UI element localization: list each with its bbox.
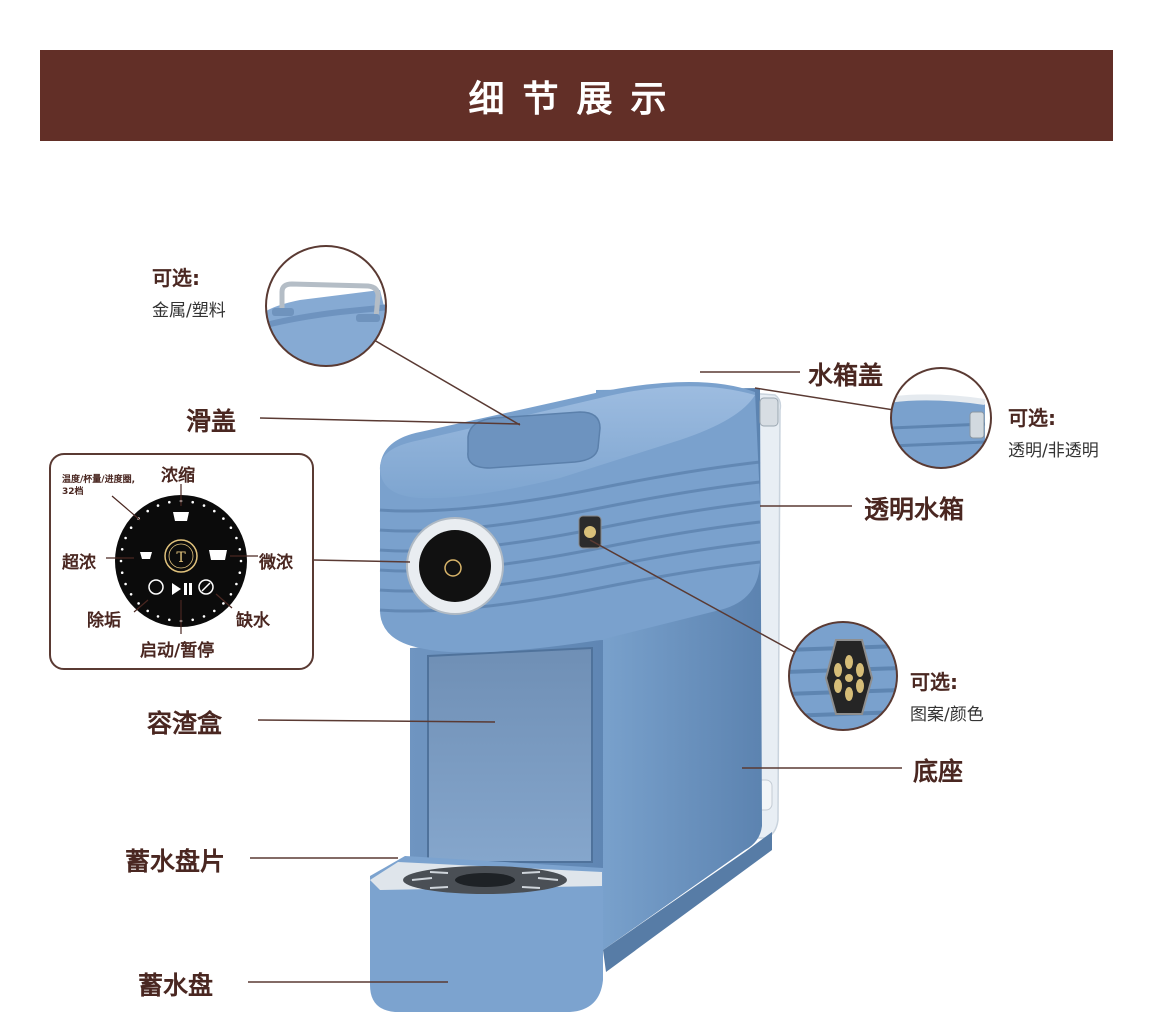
- strong-cup-icon: [173, 512, 189, 521]
- progress-tick: [213, 509, 216, 513]
- tank-lid-knob: [759, 397, 779, 427]
- progress-tick: [119, 559, 123, 563]
- drip-plate-center: [455, 873, 515, 887]
- progress-tick: [146, 609, 149, 613]
- option-badge-sub: 图案/颜色: [910, 705, 984, 725]
- option-badge-title: 可选:: [910, 670, 958, 694]
- panel-extra-strong: 超浓: [62, 553, 96, 573]
- label-slide-cover: 滑盖: [186, 407, 237, 436]
- handle-callout: [265, 245, 387, 367]
- base-edge: [603, 832, 772, 972]
- progress-tick: [120, 548, 124, 551]
- progress-tick: [213, 609, 216, 613]
- panel-light: 微浓: [259, 553, 293, 573]
- progress-tick: [156, 504, 160, 507]
- progress-tick: [238, 548, 242, 551]
- progress-tick: [235, 536, 238, 540]
- light-cup-icon: [209, 550, 227, 560]
- progress-tick: [129, 593, 133, 596]
- dial-logo-icon: [444, 559, 462, 577]
- no-water-icon: [198, 579, 214, 595]
- progress-tick: [235, 582, 238, 586]
- tank-callout: [890, 367, 992, 469]
- dial-detail-panel: T: [49, 453, 314, 670]
- leader-lines: [248, 339, 902, 983]
- progress-tick: [168, 618, 171, 622]
- progress-tick: [238, 571, 242, 574]
- panel-descale: 除垢: [87, 611, 121, 631]
- panel-no-water: 缺水: [236, 611, 270, 631]
- drip-plate-slots: [411, 871, 559, 889]
- badge-callout: [788, 621, 898, 731]
- option-handle-title: 可选:: [152, 266, 200, 290]
- progress-tick: [202, 615, 206, 618]
- progress-tick: [202, 504, 206, 507]
- cups-icons: [140, 512, 227, 560]
- progress-tick: [229, 526, 233, 529]
- progress-tick: [222, 517, 225, 520]
- progress-tick: [191, 500, 194, 504]
- brand-logo-icon: [164, 539, 198, 573]
- label-base: 底座: [913, 757, 964, 786]
- label-clear-tank: 透明水箱: [864, 495, 965, 524]
- progress-tick: [191, 618, 194, 622]
- option-tank-title: 可选:: [1008, 406, 1056, 430]
- start-pause-icon[interactable]: [172, 583, 181, 595]
- panel-ring-note-line1: 温度/杯量/进度圈,: [62, 475, 135, 485]
- progress-tick: [137, 602, 140, 605]
- side-badge-flower-icon: [584, 526, 596, 538]
- progress-tick: [222, 602, 225, 605]
- brand-logo-letter: T: [176, 550, 186, 566]
- panel-leaders: [106, 484, 258, 634]
- progress-tick: [239, 559, 243, 563]
- label-tank-lid: 水箱盖: [808, 361, 884, 390]
- option-tank-sub: 透明/非透明: [1008, 441, 1099, 461]
- page-title-banner: 细节展示: [40, 50, 1113, 141]
- drip-tray-shape: [370, 856, 603, 1012]
- page-title: 细节展示: [468, 78, 685, 120]
- progress-tick: [229, 593, 233, 596]
- grounds-box-shape: [427, 646, 593, 863]
- progress-tick: [129, 526, 133, 529]
- label-grounds-box: 容渣盒: [147, 709, 223, 738]
- label-drip-tray: 蓄水盘: [138, 971, 214, 1000]
- progress-tick: [124, 582, 127, 586]
- panel-ring-note: 温度/杯量/进度圈, 32档: [62, 474, 135, 498]
- extra-strong-cup-icon: [140, 552, 152, 559]
- descale-icon[interactable]: [148, 579, 164, 595]
- progress-tick: [146, 509, 149, 513]
- control-dial-face[interactable]: [419, 530, 491, 602]
- progress-tick: [120, 571, 124, 574]
- panel-start-pause: 启动/暂停: [140, 641, 215, 661]
- progress-tick: [168, 500, 171, 504]
- slide-cover-shape: [467, 411, 601, 469]
- progress-tick: [156, 615, 160, 618]
- progress-tick: [124, 536, 127, 540]
- option-handle-sub: 金属/塑料: [152, 301, 226, 321]
- panel-ring-note-line2: 32档: [62, 487, 84, 497]
- progress-tick-ring: [119, 499, 243, 623]
- label-drip-plate: 蓄水盘片: [125, 847, 226, 876]
- panel-strong: 浓缩: [161, 466, 195, 486]
